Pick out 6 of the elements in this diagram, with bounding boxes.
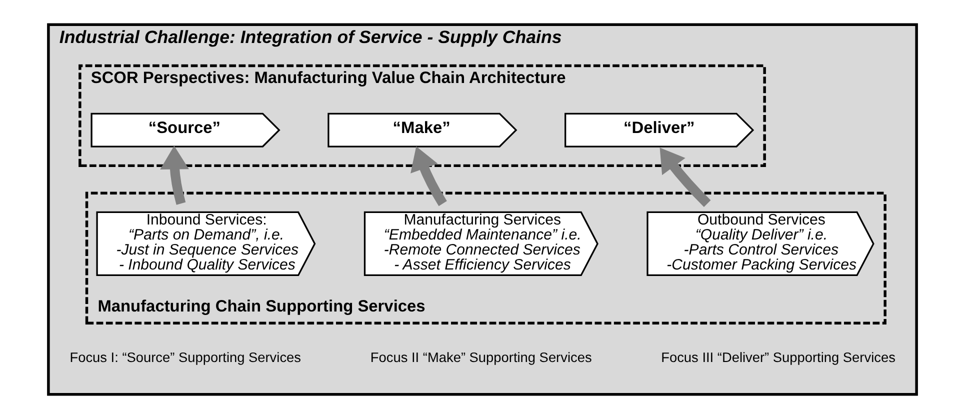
label: Focus II “Make” Supporting Services bbox=[370, 350, 592, 366]
label: Focus I: “Source” Supporting Services bbox=[70, 350, 301, 366]
arrow bbox=[160, 146, 189, 205]
label: Focus III “Deliver” Supporting Services bbox=[661, 350, 896, 366]
arrow bbox=[660, 148, 711, 207]
arrow bbox=[410, 146, 447, 206]
